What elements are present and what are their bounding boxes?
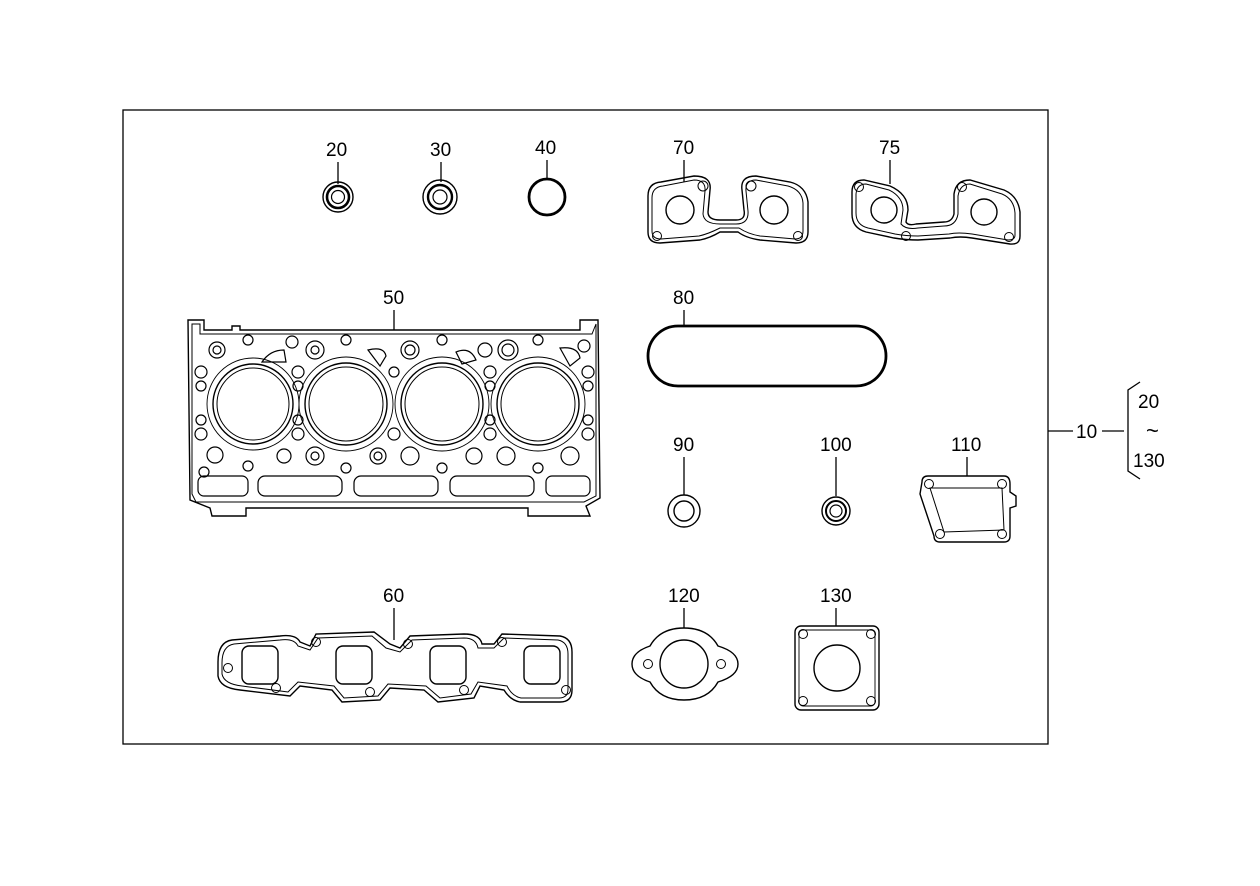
kit-range-sep: ~ <box>1146 418 1159 443</box>
callout-90: 90 <box>673 435 694 456</box>
part-20-seal: 20 <box>322 140 354 213</box>
callout-60: 60 <box>383 586 404 607</box>
callout-80: 80 <box>673 288 694 309</box>
callout-30: 30 <box>430 140 451 161</box>
callout-110: 110 <box>951 435 981 456</box>
part-90-washer: 90 <box>667 435 701 528</box>
part-30-seal: 30 <box>422 140 458 215</box>
callout-50: 50 <box>383 288 404 309</box>
part-110-cover-gasket: 110 <box>919 435 1017 543</box>
part-130-flange-gasket: 130 <box>794 586 880 711</box>
callout-100: 100 <box>820 435 852 456</box>
kit-range-start: 20 <box>1138 392 1159 413</box>
callout-120: 120 <box>668 586 700 607</box>
callout-70: 70 <box>673 138 694 159</box>
part-120-flange-gasket: 120 <box>631 586 739 701</box>
kit-reference: 10 20 ~ 130 <box>1048 381 1165 480</box>
callout-130: 130 <box>820 586 852 607</box>
kit-frame <box>122 109 1049 745</box>
part-100-seal: 100 <box>820 435 852 526</box>
part-80-oval-gasket: 80 <box>646 288 888 388</box>
callout-20: 20 <box>326 140 347 161</box>
part-50-cylinder-head-gasket: 50 <box>187 288 601 517</box>
callout-75: 75 <box>879 138 900 159</box>
part-75-manifold-gasket: 75 <box>851 138 1021 245</box>
part-40-o-ring: 40 <box>527 138 567 217</box>
kit-ref-label: 10 <box>1076 422 1097 443</box>
part-60-manifold-gasket: 60 <box>217 586 573 703</box>
part-70-manifold-gasket: 70 <box>647 138 809 244</box>
callout-40: 40 <box>535 138 556 159</box>
kit-range-end: 130 <box>1133 451 1165 472</box>
